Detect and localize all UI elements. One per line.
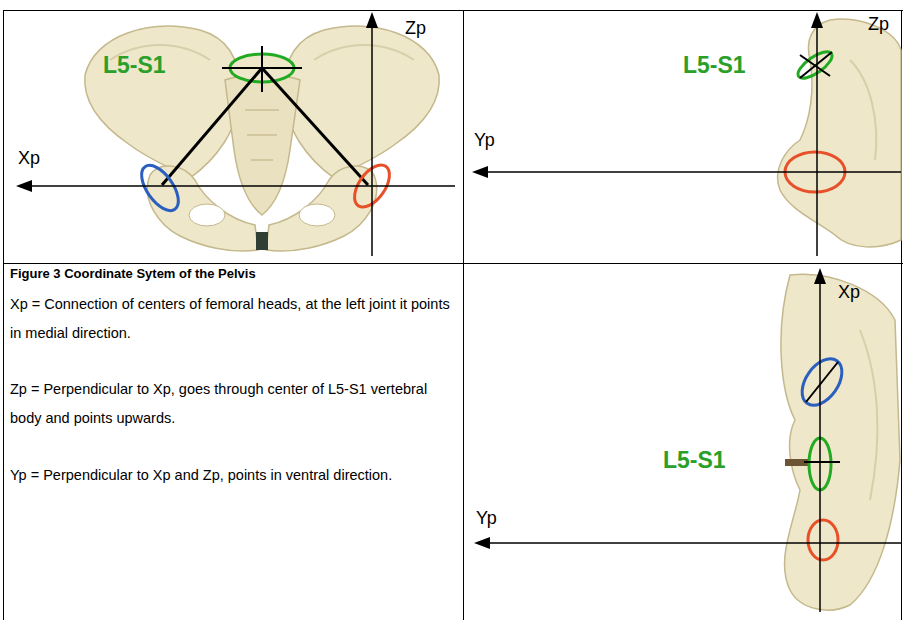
vertebra-label: L5-S1 <box>103 52 166 78</box>
axis-definition: Yp = Perpendicular to Xp and Zp, points … <box>10 461 458 490</box>
axis-definition: Zp = Perpendicular to Xp, goes through c… <box>10 375 458 432</box>
pelvis-front-view <box>16 12 455 256</box>
axis-label: Xp <box>838 282 860 303</box>
axis-label: Yp <box>476 508 497 529</box>
pelvis-side-view <box>472 12 901 256</box>
figure-title: Figure 3 Coordinate Sytem of the Pelvis <box>10 267 256 282</box>
pelvis-top-view <box>474 268 901 612</box>
axis-label: Zp <box>405 18 426 39</box>
axis-label: Yp <box>474 130 495 151</box>
axis-definition: Xp = Connection of centers of femoral he… <box>10 290 458 347</box>
vertebra-label: L5-S1 <box>683 52 746 78</box>
vertebra-label: L5-S1 <box>663 447 726 473</box>
panel-frame <box>3 10 903 620</box>
axis-label: Zp <box>868 14 889 35</box>
axis-label: Xp <box>18 148 40 169</box>
